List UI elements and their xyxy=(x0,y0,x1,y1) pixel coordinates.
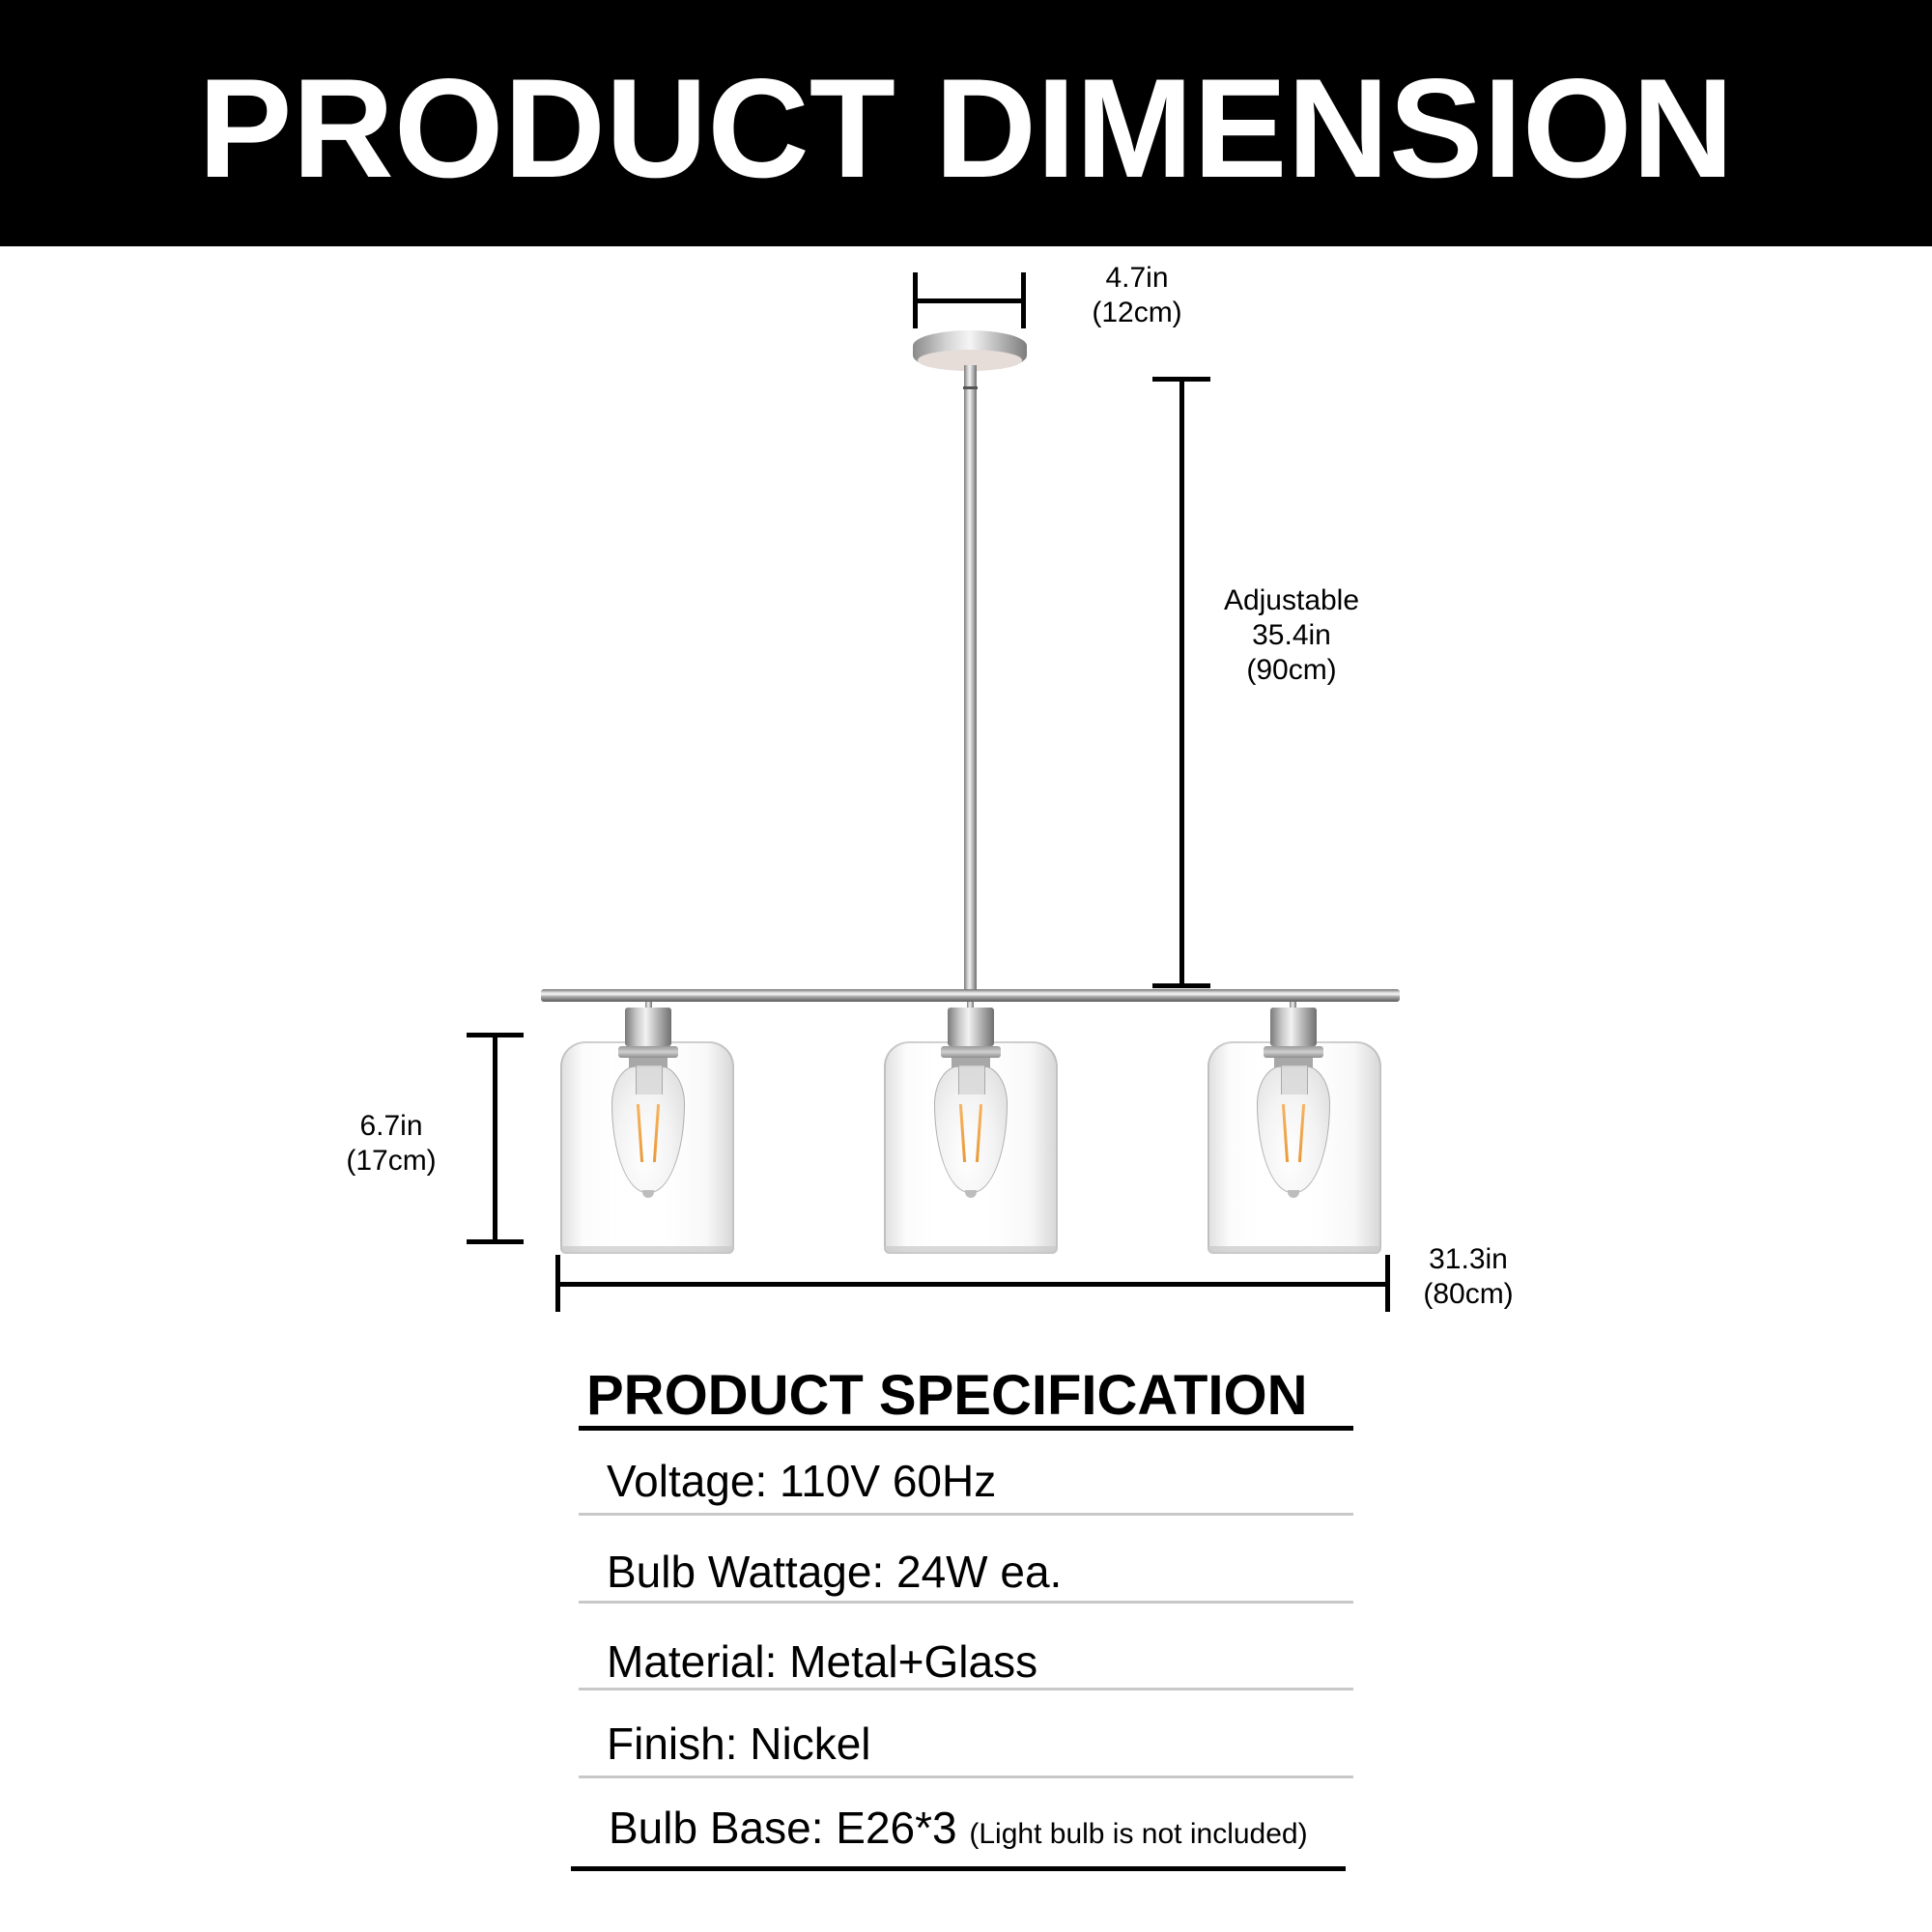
bulb-neck xyxy=(958,1065,985,1094)
table-bottom-rule xyxy=(571,1866,1346,1871)
socket-cup xyxy=(948,1008,994,1046)
spec-label: Voltage: 110V 60Hz xyxy=(607,1456,997,1506)
spec-label: Finish: Nickel xyxy=(607,1719,871,1769)
dimension-cap-bottom xyxy=(1152,983,1210,988)
socket-stem xyxy=(1290,1002,1296,1009)
dimension-line xyxy=(913,298,1026,303)
canopy-width-inches: 4.7in xyxy=(1105,262,1169,294)
rod-length-cm: (90cm) xyxy=(1246,654,1337,686)
spec-row-finish: Finish: Nickel xyxy=(607,1718,871,1770)
ceiling-canopy-bottom xyxy=(918,350,1022,371)
bulb-neck xyxy=(1281,1065,1308,1094)
rod-joint xyxy=(963,386,978,389)
row-divider xyxy=(579,1776,1353,1778)
spec-label: Bulb Wattage: 24W ea. xyxy=(607,1547,1063,1597)
rod-length-inches: 35.4in xyxy=(1252,619,1331,651)
row-divider xyxy=(579,1688,1353,1690)
shade-height-inches: 6.7in xyxy=(359,1110,423,1142)
header-banner: PRODUCT DIMENSION xyxy=(0,0,1932,246)
shade-height-cm: (17cm) xyxy=(346,1145,437,1177)
canopy-width-cm: (12cm) xyxy=(1092,297,1182,328)
socket-body xyxy=(952,1058,990,1067)
socket-cup xyxy=(625,1008,671,1046)
socket-stem xyxy=(967,1002,974,1009)
bulb-tip xyxy=(642,1190,654,1198)
socket-stem xyxy=(645,1002,652,1009)
dimension-line xyxy=(1179,377,1184,987)
total-width-cm: (80cm) xyxy=(1423,1278,1514,1310)
socket-cup xyxy=(1270,1008,1317,1046)
dimension-cap-right xyxy=(1385,1255,1390,1312)
socket-body xyxy=(1274,1058,1313,1067)
bulb-tip xyxy=(1288,1190,1299,1198)
row-divider xyxy=(579,1601,1353,1604)
specification-heading: PRODUCT SPECIFICATION xyxy=(586,1364,1308,1427)
socket-collar xyxy=(618,1046,678,1058)
spec-row-bulb-base: Bulb Base: E26*3 (Light bulb is not incl… xyxy=(609,1802,1308,1861)
spec-row-material: Material: Metal+Glass xyxy=(607,1635,1037,1688)
row-divider xyxy=(579,1513,1353,1516)
bulb-tip xyxy=(965,1190,977,1198)
dimension-line xyxy=(555,1282,1388,1287)
dimension-line xyxy=(493,1033,497,1243)
spec-row-wattage: Bulb Wattage: 24W ea. xyxy=(607,1546,1062,1598)
rod-length-note: Adjustable xyxy=(1223,584,1360,616)
spec-note: (Light bulb is not included) xyxy=(969,1818,1308,1850)
spec-label: Material: Metal+Glass xyxy=(607,1636,1038,1687)
total-width-inches: 31.3in xyxy=(1429,1243,1508,1275)
spec-label: Bulb Base: E26*3 xyxy=(609,1803,957,1853)
hanging-rod xyxy=(964,365,977,989)
horizontal-bar xyxy=(541,989,1400,1002)
dimension-cap-bottom xyxy=(467,1239,524,1244)
heading-underline xyxy=(579,1426,1353,1431)
bulb-neck xyxy=(636,1065,663,1094)
page-title: PRODUCT DIMENSION xyxy=(198,49,1734,207)
socket-collar xyxy=(1264,1046,1323,1058)
spec-row-voltage: Voltage: 110V 60Hz xyxy=(607,1455,996,1507)
socket-collar xyxy=(941,1046,1001,1058)
socket-body xyxy=(629,1058,668,1067)
